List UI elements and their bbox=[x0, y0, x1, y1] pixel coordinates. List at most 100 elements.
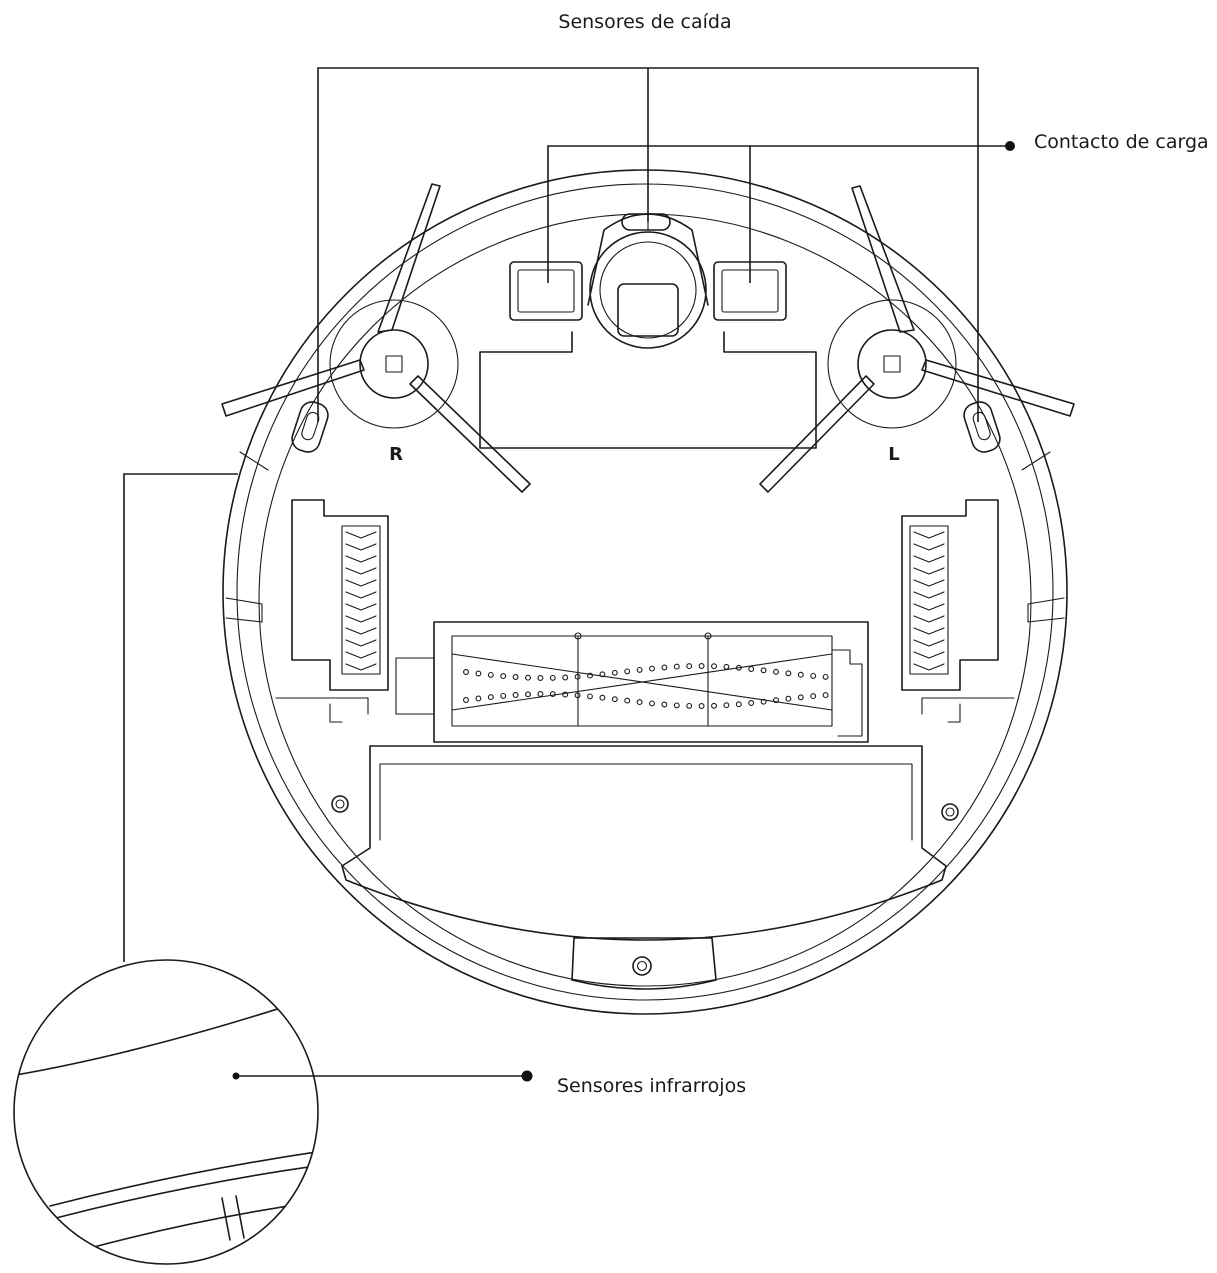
bristle-hole bbox=[673, 663, 680, 670]
bristle-hole bbox=[525, 691, 531, 698]
bristle-hole bbox=[574, 692, 581, 699]
bristle-hole bbox=[649, 665, 655, 672]
bristle-hole bbox=[624, 668, 631, 675]
wheel-tread bbox=[345, 627, 377, 635]
wheel-tread bbox=[913, 639, 945, 647]
bristle-hole bbox=[797, 671, 804, 678]
bristle-hole bbox=[698, 703, 705, 709]
infrared-sensors-leader-dot bbox=[521, 1070, 533, 1082]
dustbin bbox=[341, 745, 947, 941]
bristle-hole bbox=[735, 664, 742, 671]
bristle-hole bbox=[512, 692, 519, 698]
bristle-hole bbox=[760, 698, 767, 705]
bristle-hole bbox=[773, 668, 779, 675]
wheel-tread bbox=[345, 579, 377, 587]
wheel-tread bbox=[345, 531, 377, 539]
bristle-hole bbox=[785, 695, 792, 702]
bristle-hole bbox=[537, 691, 544, 697]
charging-contacts-leader bbox=[547, 141, 1015, 283]
bristle-hole bbox=[587, 693, 593, 700]
screw-left bbox=[331, 795, 349, 813]
drive-wheel-left bbox=[291, 499, 389, 723]
bristle-hole bbox=[487, 694, 494, 701]
bristle-hole bbox=[537, 675, 544, 681]
robot-outer-rim bbox=[222, 169, 1068, 1015]
cliff-sensor-left bbox=[291, 401, 329, 453]
cliff-sensors-leader bbox=[317, 67, 979, 422]
wheel-tread bbox=[345, 651, 377, 659]
infrared-sensor-magnifier bbox=[13, 959, 319, 1265]
robot-body bbox=[222, 169, 1068, 1015]
bristle-hole bbox=[500, 692, 507, 699]
bristle-hole bbox=[549, 691, 556, 698]
cliff-sensor-right bbox=[963, 401, 1001, 453]
bristle-hole bbox=[810, 672, 817, 679]
bristle-hole bbox=[525, 674, 531, 681]
bristle-hole bbox=[562, 674, 569, 681]
bristle-hole bbox=[822, 692, 829, 699]
wheel-tread bbox=[913, 579, 945, 587]
bristle-hole bbox=[711, 663, 717, 670]
screw-right bbox=[941, 803, 959, 821]
infrared-sensors-leader bbox=[123, 473, 533, 1082]
bristle-hole bbox=[797, 694, 804, 701]
wheel-tread bbox=[345, 663, 377, 671]
wheel-tread bbox=[913, 615, 945, 623]
bristle-hole bbox=[649, 700, 655, 707]
drive-wheel-right bbox=[901, 499, 999, 723]
wheel-tread bbox=[345, 567, 377, 575]
charging-contacts-leader-dot bbox=[1005, 141, 1015, 151]
bristle-hole bbox=[463, 669, 469, 675]
bristle-hole bbox=[624, 697, 631, 704]
bristle-hole bbox=[636, 666, 643, 673]
wheel-tread bbox=[345, 543, 377, 551]
side-brush-right: R bbox=[221, 183, 531, 493]
wheel-tread bbox=[345, 639, 377, 647]
front-caster-wheel bbox=[587, 213, 709, 349]
bristle-hole bbox=[698, 663, 705, 669]
rear-screw-cover bbox=[571, 937, 717, 990]
wheel-tread bbox=[913, 567, 945, 575]
bristle-hole bbox=[599, 694, 606, 701]
bristle-hole bbox=[512, 674, 519, 680]
bristle-hole bbox=[500, 673, 507, 680]
bristle-hole bbox=[686, 663, 693, 670]
bristle-hole bbox=[574, 673, 581, 680]
bristle-hole bbox=[562, 691, 569, 698]
wheel-tread bbox=[913, 543, 945, 551]
bristle-hole bbox=[773, 697, 779, 704]
bristle-hole bbox=[686, 702, 693, 709]
left-brush-mark: L bbox=[888, 444, 899, 465]
bristle-hole bbox=[760, 667, 767, 674]
bristle-hole bbox=[611, 696, 618, 703]
bristle-hole bbox=[735, 701, 742, 708]
charging-contact-left bbox=[509, 261, 583, 321]
bristle-hole bbox=[723, 663, 730, 670]
wheel-tread bbox=[345, 591, 377, 599]
wheel-tread bbox=[913, 651, 945, 659]
bristle-hole bbox=[673, 702, 680, 709]
bristle-hole bbox=[822, 673, 829, 680]
bristle-hole bbox=[475, 695, 482, 702]
bristle-hole bbox=[661, 664, 668, 671]
wheel-tread bbox=[913, 603, 945, 611]
main-roller-brush bbox=[395, 621, 869, 743]
bristle-hole bbox=[636, 699, 643, 706]
wheel-tread bbox=[345, 603, 377, 611]
right-brush-mark: R bbox=[389, 444, 403, 465]
bristle-hole bbox=[587, 672, 593, 679]
bristle-hole bbox=[748, 700, 755, 706]
cliff-sensors-label: Sensores de caída bbox=[558, 11, 731, 33]
bristle-hole bbox=[487, 671, 494, 678]
wheel-tread bbox=[913, 627, 945, 635]
bristle-hole bbox=[723, 702, 730, 709]
wheel-tread bbox=[345, 615, 377, 623]
robot-bumper-edge bbox=[236, 183, 1054, 1001]
bristle-hole bbox=[475, 670, 482, 677]
bristle-hole bbox=[661, 701, 668, 708]
bristle-hole bbox=[785, 670, 792, 677]
bristle-hole bbox=[599, 671, 606, 678]
bristle-hole bbox=[711, 702, 717, 709]
wheel-tread bbox=[913, 555, 945, 563]
